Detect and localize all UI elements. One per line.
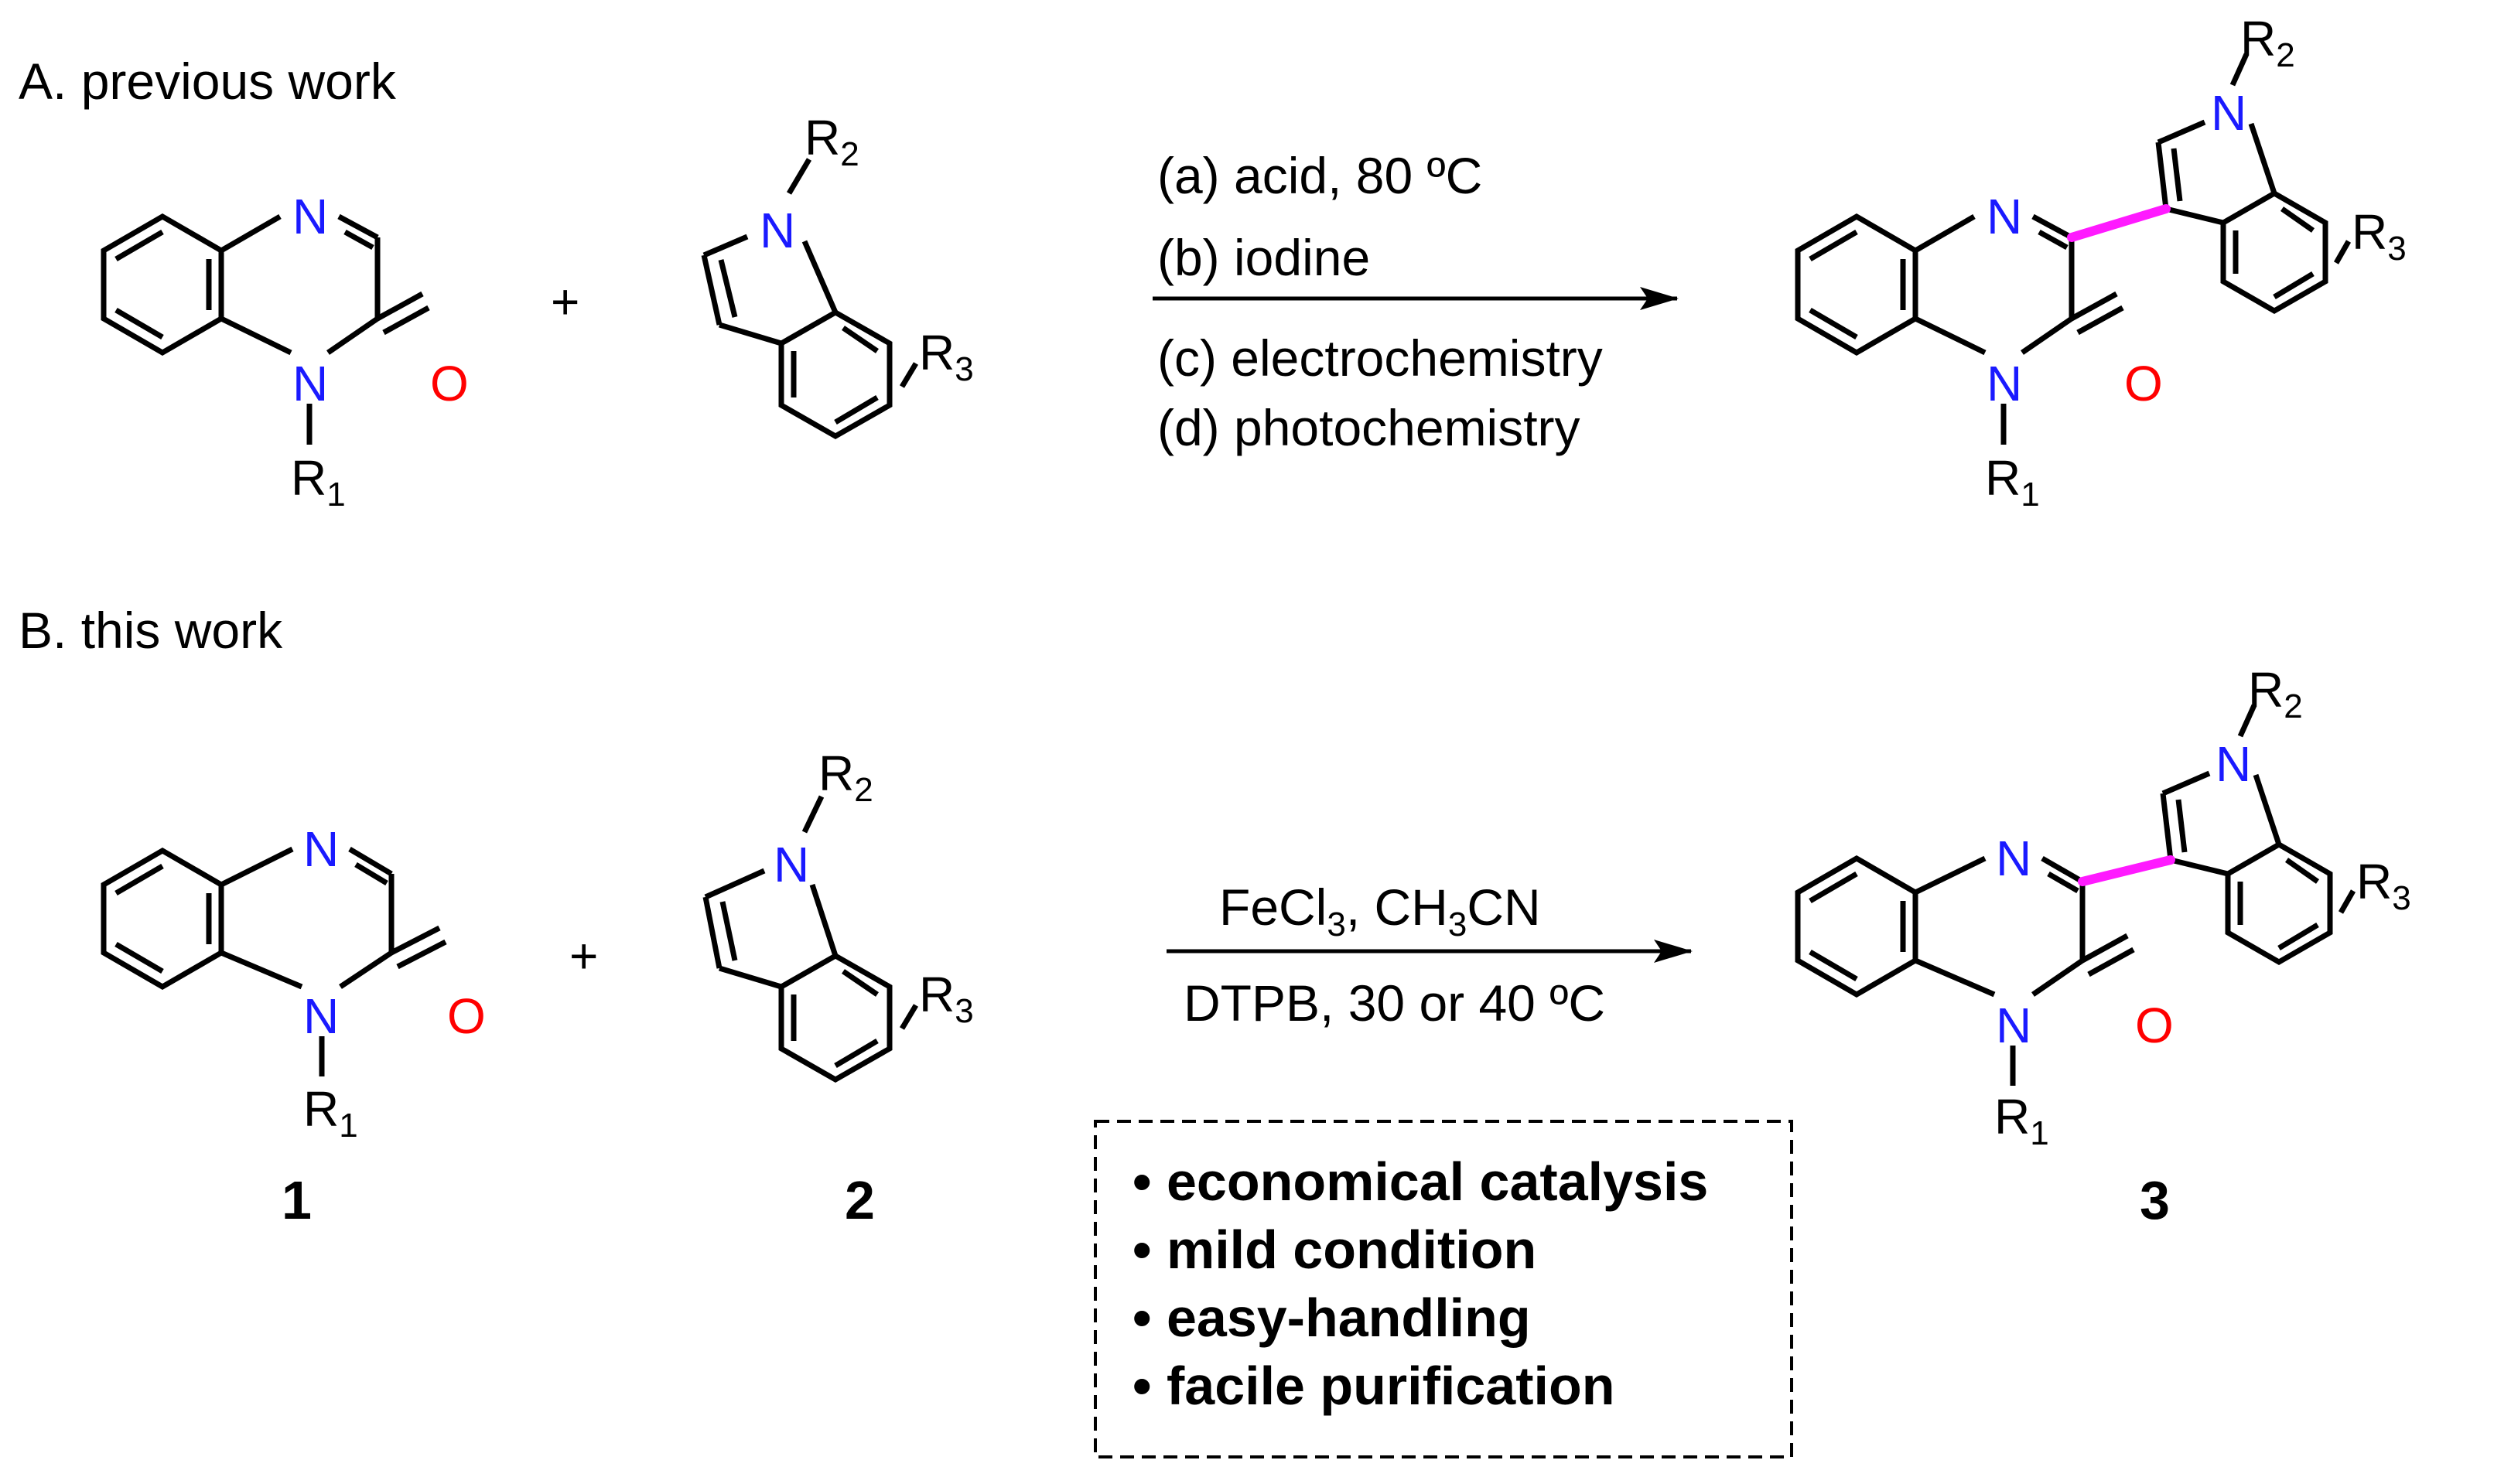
product-a-n1-atom: N — [1987, 356, 2022, 411]
plus-sign-b: + — [569, 928, 598, 984]
section-a-label: A. previous work — [19, 53, 397, 110]
new-cc-bond-b — [2078, 855, 2175, 886]
advantage-easy-handling: • easy-handling — [1133, 1288, 1531, 1348]
advantages-box — [1094, 1120, 1793, 1458]
product-b — [1795, 704, 2356, 1086]
r3-label-a: R3 — [919, 325, 974, 388]
product-a-r2-label: R2 — [2240, 11, 2295, 74]
indole-reactant-b — [702, 795, 919, 1083]
r1-label-a: R1 — [291, 450, 346, 513]
r1-label-b: R1 — [303, 1081, 358, 1145]
condition-a-1: (a) acid, 80 ºC — [1157, 147, 1482, 204]
compound-number-2: 2 — [845, 1170, 875, 1230]
advantage-economical-catalysis: • economical catalysis — [1133, 1151, 1708, 1212]
product-a-o-atom: O — [2124, 356, 2163, 411]
condition-b-1: FeCl3, CH3CN — [1219, 878, 1541, 943]
n1-atom-a: N — [292, 356, 328, 411]
advantage-mild-condition: • mild condition — [1133, 1220, 1536, 1280]
carbonyl-o-atom-b: O — [447, 988, 486, 1044]
condition-a-4: (d) photochemistry — [1157, 399, 1580, 456]
r2-label-b: R2 — [818, 745, 873, 809]
condition-b-2: DTPB, 30 or 40 ºC — [1184, 974, 1605, 1032]
condition-a-2: (b) iodine — [1157, 229, 1370, 286]
product-b-r1-label: R1 — [1994, 1089, 2049, 1152]
product-b-r2-label: R2 — [2248, 662, 2303, 725]
new-cc-bond-a — [2067, 204, 2171, 242]
product-a-indole-n-atom: N — [2211, 85, 2246, 141]
quinoxalinone-reactant-b — [101, 846, 447, 1076]
r3-label-b: R3 — [919, 967, 974, 1030]
n1-atom-b: N — [303, 988, 339, 1044]
product-b-indole-n-atom: N — [2216, 736, 2251, 792]
indole-n-atom-b: N — [774, 837, 809, 892]
r2-label-a: R2 — [805, 110, 859, 173]
compound-number-3: 3 — [2140, 1170, 2170, 1230]
product-a-r1-label: R1 — [1985, 450, 2040, 513]
indole-n-atom-a: N — [760, 203, 795, 258]
condition-a-3: (c) electrochemistry — [1157, 329, 1603, 387]
n4-atom-b: N — [303, 821, 339, 877]
product-a-n4-atom: N — [1987, 189, 2022, 244]
r3-sub-bond-a — [899, 362, 919, 388]
section-b-label: B. this work — [19, 602, 283, 659]
carbonyl-o-atom-a: O — [430, 356, 469, 411]
advantage-facile-purification: • facile purification — [1133, 1356, 1615, 1416]
n4-atom-a: N — [292, 189, 328, 244]
plus-sign-a: + — [551, 274, 579, 329]
compound-number-1: 1 — [282, 1170, 312, 1230]
indole-reactant-a — [701, 158, 893, 440]
quinoxalinone-reactant-a — [101, 213, 430, 445]
product-b-r3-label: R3 — [2356, 854, 2411, 917]
product-a-r3-label: R3 — [2352, 204, 2407, 268]
product-b-n1-atom: N — [1996, 998, 2031, 1053]
product-b-o-atom: O — [2135, 998, 2174, 1053]
product-a — [1795, 53, 2352, 445]
product-b-n4-atom: N — [1996, 831, 2031, 886]
